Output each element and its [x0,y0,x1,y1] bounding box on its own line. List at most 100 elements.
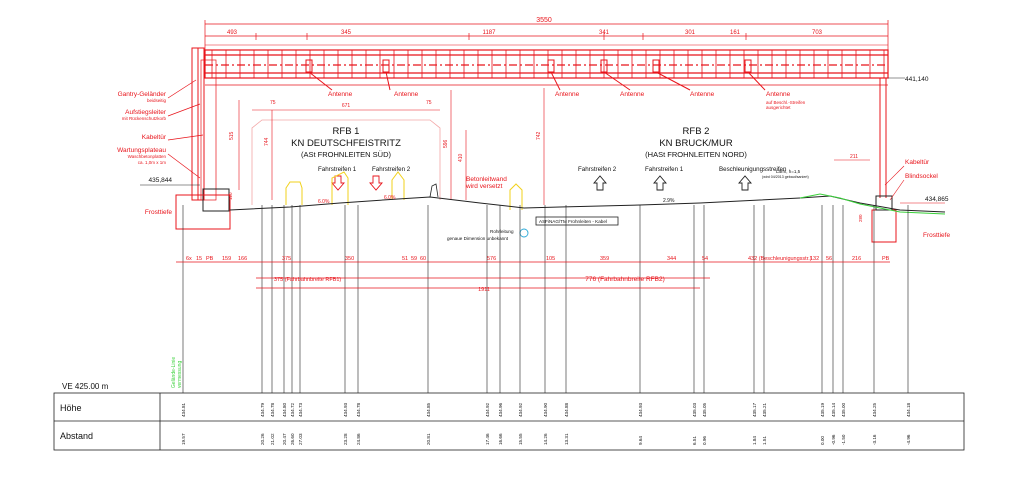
bottom-dim-label: 344 [667,256,676,262]
slope-2: 6.0% [384,195,396,201]
table-hoehe-value: 435.19 [820,403,825,417]
table-abstand-value: 1.84 [752,436,757,445]
table-hoehe-value: 435.17 [752,403,757,417]
dim-5: 301 [685,30,696,36]
table-hoehe-value: 434.96 [498,403,503,417]
table-hoehe-value: 434.80 [282,403,287,417]
rfb1-ast: (ASt FROHNLEITEN SÜD) [301,150,392,159]
left-foundation [175,194,231,230]
table-abstand-value: 26.60 [290,433,295,445]
rfb2-subtitle: KN BRUCK/MUR [659,138,733,149]
table-hoehe-value: 434.88 [564,403,569,417]
dim-2: 345 [341,30,352,36]
slope-1: 6.0% [318,199,330,205]
table-row-hoehe: Höhe [60,403,82,413]
dim-small-right: 75 [426,100,432,106]
table-abstand-value: 20.26 [260,433,265,445]
elevation-right-top: 441,140 [905,76,929,83]
bottom-dim-label: 166 [238,256,247,262]
table-abstand-value: 24.86 [356,433,361,445]
laerm-label-2: (wird 04/2013 gebaut/saniert) [762,175,809,179]
dim-3: 1187 [483,30,497,36]
lane-arrows-rfb1 [331,175,383,191]
terrain-line-green [799,193,946,215]
lane-label-besch: Beschleunigungsstreifen [719,166,787,173]
pipe-label-2: genaue Dimension unbekannt [447,236,509,241]
rfb2-hast: (HASt FROHNLEITEN NORD) [645,150,747,159]
table-abstand-value: 20.81 [426,433,431,445]
label-blindsockel: Blindsockel [905,173,938,180]
lane-arrows-rfb2 [593,175,752,191]
label-gelaender: Gantry-Geländer [118,91,167,98]
laerm-label-1: Lärm, h=1,5 [776,169,801,174]
table-abstand-value: 16.66 [498,433,503,445]
vehicle-silhouettes [285,171,523,210]
lane-label-fs2-right: Fahrstreifen 2 [578,166,617,173]
dim-1: 493 [227,30,238,36]
lane-label-fs1-right: Fahrstreifen 1 [645,166,684,173]
table-abstand-value: 9.64 [638,436,643,445]
bottom-dim-label: 59 [411,256,417,262]
dim-total: 3550 [536,17,552,24]
bottom-dim-label: 375 [282,256,291,262]
bottom-dim-label: 51 [402,256,408,262]
bottom-dim-label: 105 [546,256,555,262]
table-hoehe-value: 435.00 [841,403,846,417]
cable-box [535,216,619,226]
rfb1-subtitle: KN DEUTSCHFEISTRITZ [291,138,401,149]
table-hoehe-value: 434.25 [872,403,877,417]
table-abstand-value: 14.26 [543,433,548,445]
vdim-515: 515 [229,131,235,140]
dim-4: 341 [599,30,610,36]
table-hoehe-value: 434.78 [356,403,361,417]
vdim-744: 744 [264,137,270,146]
label-plateau-sub2: ca. 1,0m x 1m [138,160,167,165]
antenna-label-4: Antenne [620,91,645,98]
dim-7: 703 [812,30,823,36]
vertical-dims [238,88,545,205]
bottom-dim-label: 6x [186,256,192,262]
table-abstand-value: 6.51 [692,436,697,445]
vdim-596: 596 [443,139,449,148]
label-gelaender-sub: beidseitig [147,98,167,103]
label-plateau: Wartungsplateau [117,147,166,154]
table-hoehe-value: 434.72 [290,403,295,417]
right-leader-lines [834,159,945,204]
pipe-label-1: Rohrleitung [490,229,514,234]
bottom-dim-label: 216 [852,256,861,262]
table-abstand-value: 19.57 [181,433,186,445]
elevation-right: 434,865 [925,196,949,203]
table-hoehe-value: 434.78 [270,403,275,417]
table-abstand-value: -1.50 [841,434,846,445]
rfb1-title: RFB 1 [333,126,360,137]
bottom-dim-label: 432 (Beschleunigungsstr.) [748,256,812,262]
label-plateau-sub1: Waschbetonplatten [128,154,167,159]
betonleitwand-label-2: wird versetzt [465,183,503,190]
label-frost-right: Frosttiefe [923,232,950,239]
antenna-label-5: Antenne [690,91,715,98]
antenna-note-line2: ausgerichtet [766,105,791,110]
table-abstand-value: 21.02 [270,433,275,445]
table-hoehe-value: 434.90 [543,403,548,417]
table-hoehe-value: 435.14 [831,403,836,417]
betonleitwand-label-1: Betonleitwand [466,176,507,183]
profile-table [53,392,965,451]
table-abstand-value: -4.96 [906,434,911,445]
table-hoehe-value: 434.92 [518,403,523,417]
label-kabeltuer-right: Kabeltür [905,159,930,166]
lane-label-fs2-left: Fahrstreifen 2 [372,166,411,173]
table-hoehe-value: 434.79 [260,403,265,417]
barrier-detail [429,183,439,198]
table-abstand-value: 1.51 [762,436,767,445]
table-abstand-value: 0.00 [820,436,825,445]
table-abstand-value: 20.47 [282,433,287,445]
dim-inner-671: 671 [342,103,351,109]
bottom-dim-label: 359 [600,256,609,262]
width-fb1: 375 (Fahrbahnbreite RFB1) [274,277,341,283]
table-values: 434.8119.57434.7920.26434.8020.47434.782… [181,403,911,445]
dim-6: 161 [730,30,741,36]
bottom-dim-label: 54 [702,256,708,262]
antenna-markers [305,59,766,91]
